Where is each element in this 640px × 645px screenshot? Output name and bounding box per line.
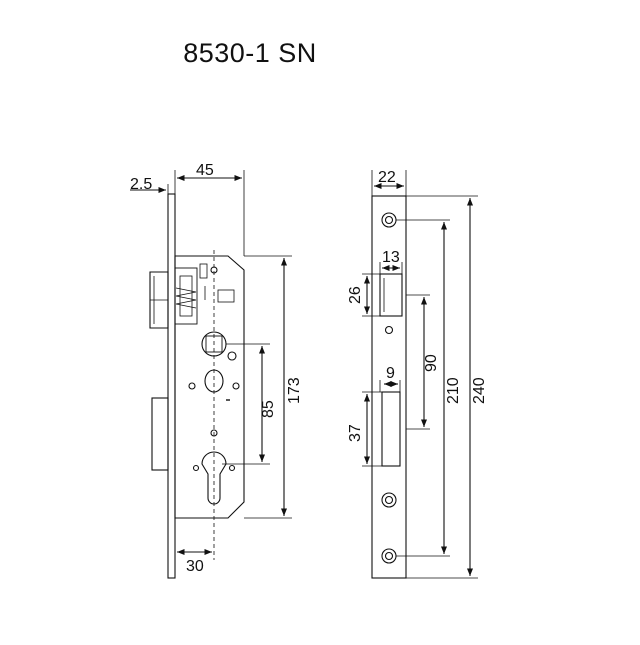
faceplate-side <box>167 193 176 579</box>
dim-label-210: 210 <box>445 377 462 404</box>
dim-label-90: 90 <box>423 354 440 372</box>
dim-label-37: 37 <box>347 424 364 442</box>
dim-label-2-5: 2.5 <box>130 176 152 193</box>
deadbolt-front <box>381 391 401 467</box>
dim-label-45: 45 <box>196 162 214 179</box>
dim-label-240: 240 <box>471 377 488 404</box>
dim-label-13: 13 <box>382 249 400 266</box>
deadbolt-side <box>151 397 169 471</box>
dim-label-9: 9 <box>386 365 395 382</box>
screw-middle <box>381 492 397 508</box>
side-view <box>130 170 292 579</box>
oval-slot <box>204 369 224 393</box>
latch-front <box>379 273 403 317</box>
lock-case <box>174 255 245 519</box>
dim-label-22: 22 <box>378 169 396 186</box>
dim-label-85: 85 <box>260 400 277 418</box>
latch-spring <box>175 287 197 309</box>
product-title: 8530-1 SN <box>183 38 317 68</box>
faceplate-front <box>371 195 407 579</box>
front-view <box>362 170 478 579</box>
dim-label-173: 173 <box>286 377 303 404</box>
screw-top <box>381 212 397 228</box>
screw-bottom <box>381 548 397 564</box>
latch-bolt-side <box>149 271 169 329</box>
dim-label-30: 30 <box>186 558 204 575</box>
dim-label-26: 26 <box>347 286 364 304</box>
